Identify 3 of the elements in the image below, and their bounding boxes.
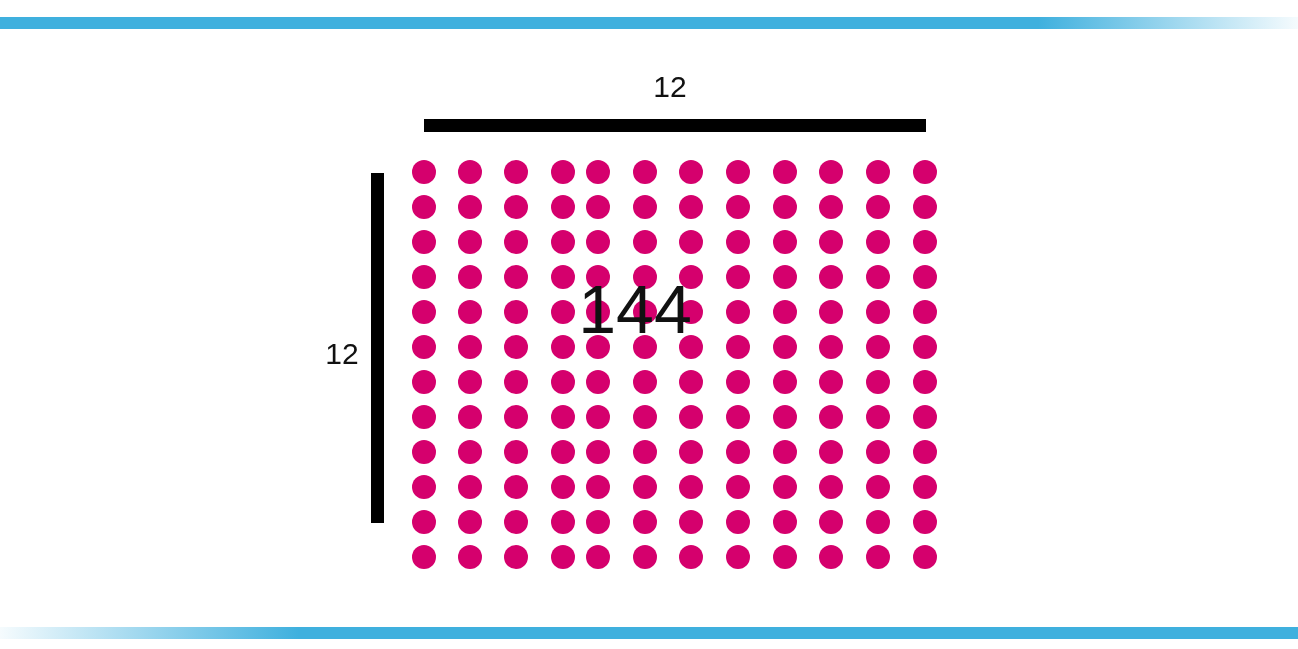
total-label: 144 bbox=[578, 275, 692, 343]
dimension-label: 12 bbox=[653, 72, 687, 102]
dimension-label: 12 bbox=[325, 339, 359, 369]
